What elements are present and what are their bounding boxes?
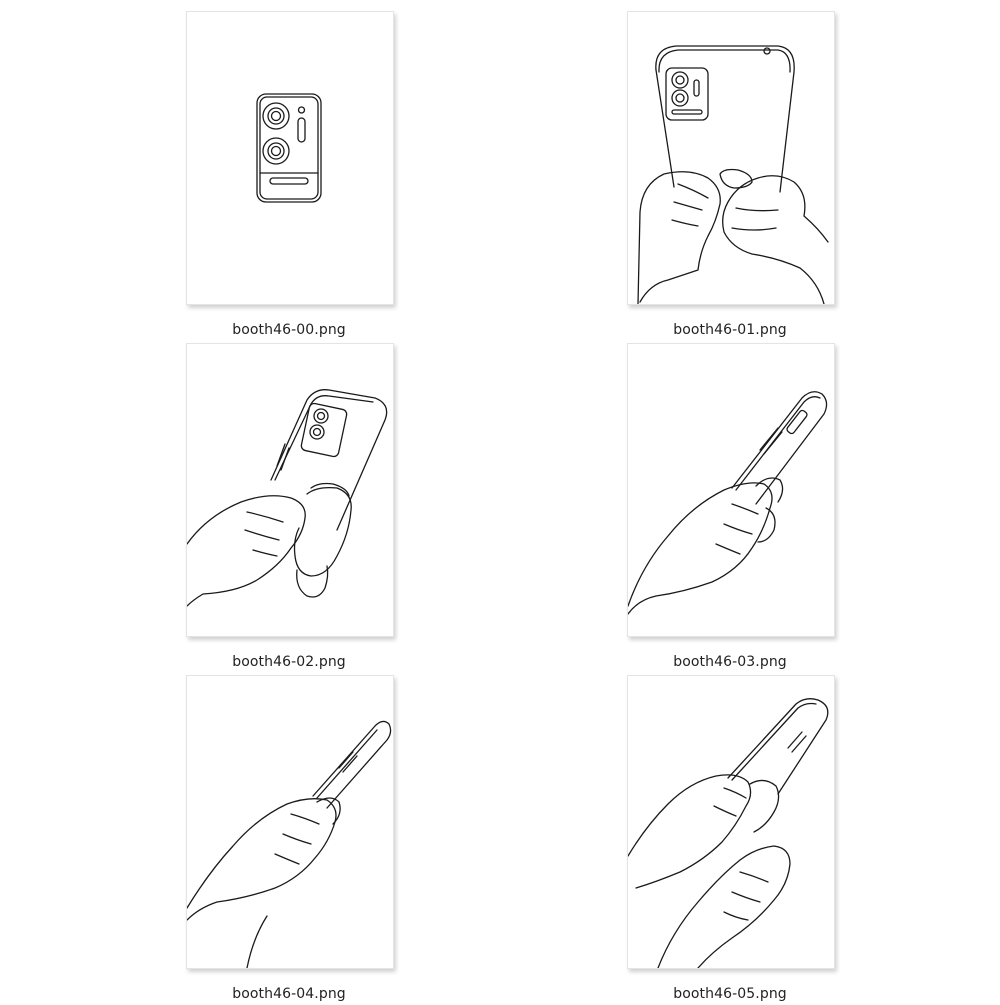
hand-holding-phone-thumbnail xyxy=(628,391,828,615)
file-name-label: booth46-03.png xyxy=(673,654,787,670)
file-name-label: booth46-04.png xyxy=(232,986,346,1002)
thumbnail-image xyxy=(627,11,835,305)
hands-holding-phone-thumbnail xyxy=(628,698,829,968)
hands-holding-phone-thumbnail xyxy=(637,45,829,304)
hand-holding-phone-thumbnail xyxy=(187,720,392,968)
file-name-label: booth46-05.png xyxy=(673,986,787,1002)
thumbnail-image xyxy=(186,11,394,305)
thumbnail-image xyxy=(627,343,835,637)
thumbnail-image xyxy=(186,343,394,637)
thumbnail-image xyxy=(627,675,835,969)
file-item-booth46-03[interactable]: booth46-03.png xyxy=(627,343,887,673)
hands-holding-phone-thumbnail xyxy=(187,389,388,607)
phone-back-line-art-thumbnail xyxy=(256,93,322,203)
file-name-label: booth46-00.png xyxy=(232,322,346,338)
file-item-booth46-02[interactable]: booth46-02.png xyxy=(186,343,446,673)
file-item-booth46-01[interactable]: booth46-01.png xyxy=(627,11,887,341)
file-item-booth46-04[interactable]: booth46-04.png xyxy=(186,675,446,1005)
file-name-label: booth46-02.png xyxy=(232,654,346,670)
file-item-booth46-05[interactable]: booth46-05.png xyxy=(627,675,887,1005)
thumbnail-image xyxy=(186,675,394,969)
file-item-booth46-00[interactable]: booth46-00.png xyxy=(186,11,446,341)
file-name-label: booth46-01.png xyxy=(673,322,787,338)
